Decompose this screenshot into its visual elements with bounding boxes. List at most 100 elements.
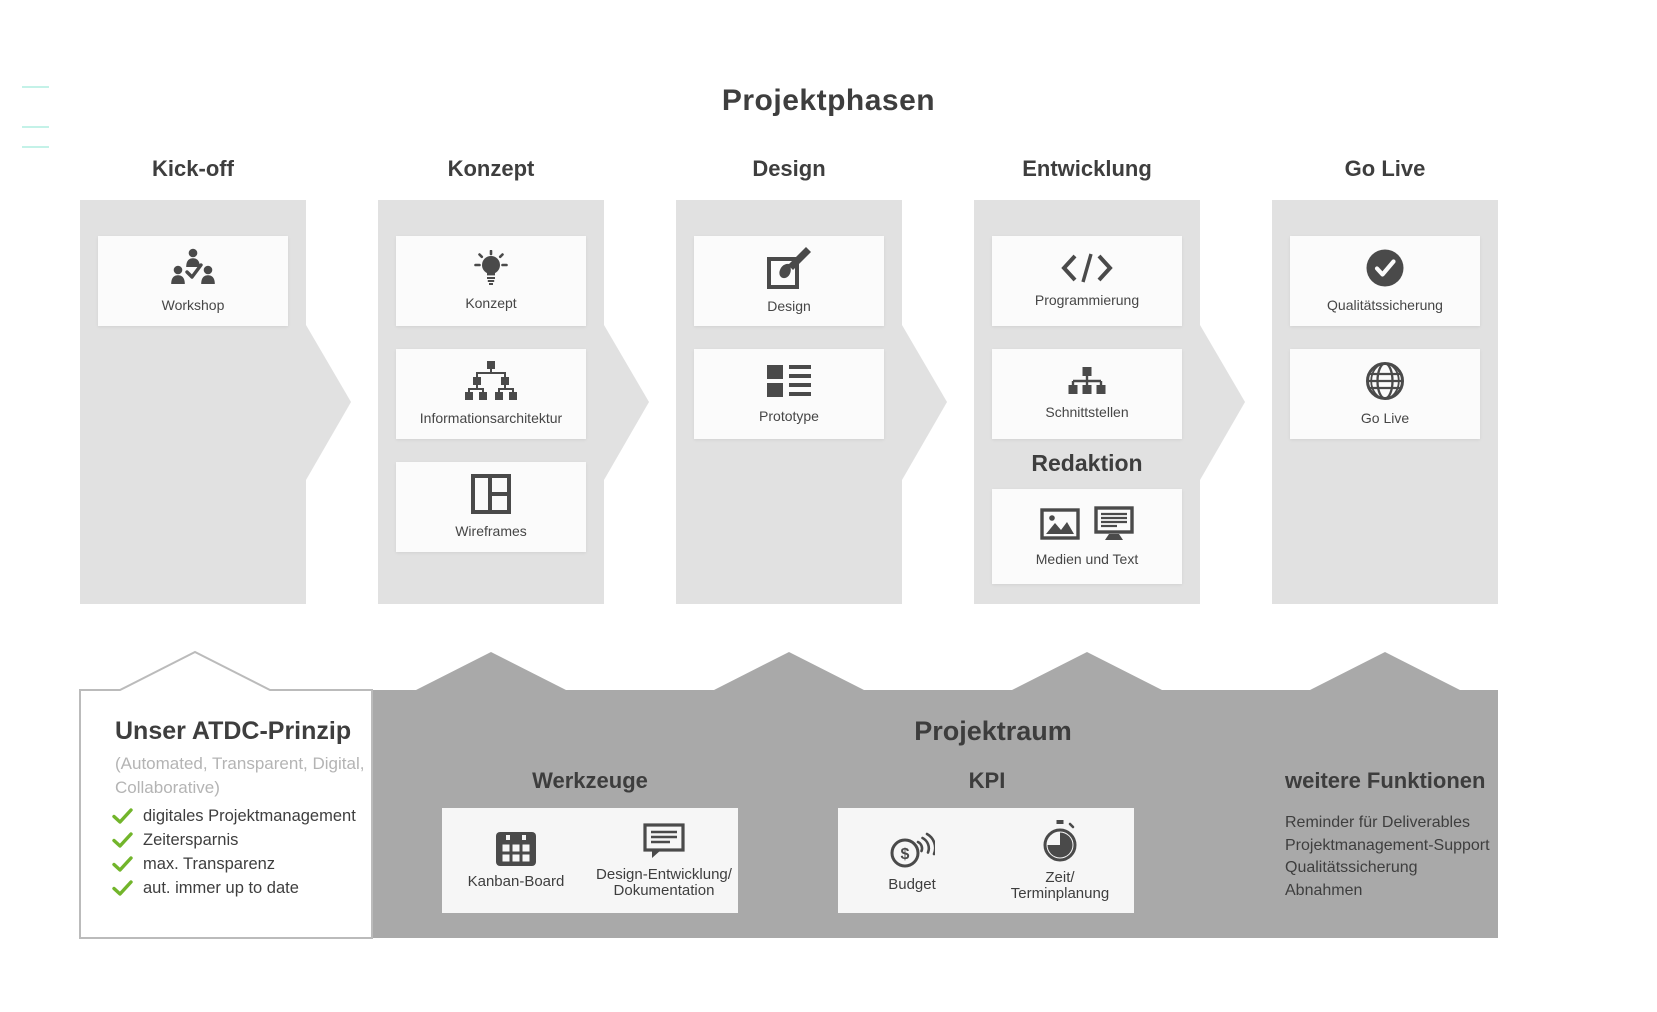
phase-column-golive: Qualitätssicherung Go Live	[1272, 200, 1498, 604]
kanban-icon	[495, 831, 536, 866]
page-title: Projektphasen	[721, 84, 936, 117]
atdc-checklist-item: aut. immer up to date	[112, 876, 356, 900]
atdc-subtitle: (Automated, Transparent, Digital, Collab…	[115, 752, 364, 800]
projektraum-title: Projektraum	[914, 716, 1072, 746]
weitere-item: Reminder für Deliverables	[1285, 814, 1470, 831]
phase-column-design: Design Prototype	[676, 200, 947, 604]
phase-column-konzept: Konzept Informationsarc	[378, 200, 649, 604]
sitemap-icon	[465, 361, 517, 400]
prototype-icon	[767, 365, 811, 397]
kpi-title: KPI	[968, 768, 1006, 793]
card-label: Schnittstellen	[1045, 404, 1129, 420]
phase-header-golive: Go Live	[1344, 156, 1426, 181]
design-entwicklung-item: Design-Entwicklung/ Dokumentation	[593, 822, 735, 899]
atdc-subtitle-line: (Automated, Transparent, Digital,	[115, 754, 365, 773]
arrow-right	[306, 325, 351, 480]
card-qualitaetssicherung: Qualitätssicherung	[1290, 236, 1480, 326]
card-medien-und-text: Medien und Text	[992, 489, 1182, 584]
atdc-checklist-item: digitales Projektmanagement	[112, 804, 356, 828]
weitere-item: Abnahmen	[1285, 881, 1363, 899]
text-monitor-icon	[1094, 505, 1134, 540]
card-label: Wireframes	[455, 523, 527, 539]
werkzeuge-card: Kanban-Board Design-Entwicklung/ Dokumen…	[442, 808, 738, 913]
band-item-label-line: Design-Entwicklung/	[596, 865, 732, 883]
arrow-right	[902, 325, 947, 480]
werkzeuge-title: Werkzeuge	[532, 768, 648, 793]
atdc-checklist-item: Zeitersparnis	[112, 828, 356, 852]
lightbulb-icon	[474, 250, 508, 285]
check-icon	[112, 856, 133, 872]
band-item-label-line: Terminplanung	[1010, 884, 1110, 902]
media-icon-row	[1040, 505, 1134, 542]
atdc-item-label: aut. immer up to date	[143, 878, 299, 897]
card-design: Design	[694, 236, 884, 326]
phase-column-entwicklung: Programmierung Schnittstellen Redaktion	[974, 200, 1245, 604]
atdc-item-label: digitales Projektmanagement	[143, 806, 356, 825]
zeit-terminplanung-item: Zeit/ Terminplanung	[989, 819, 1131, 902]
stopwatch-icon	[1043, 819, 1077, 861]
design-brush-icon	[767, 247, 811, 289]
weitere-funktionen-list: Reminder für Deliverables Projektmanagem…	[1285, 812, 1490, 902]
phase-header-konzept: Konzept	[447, 156, 535, 181]
card-workshop: Workshop	[98, 236, 288, 326]
atdc-item-label: max. Transparenz	[143, 854, 276, 873]
weitere-funktionen-title: weitere Funktionen	[1285, 768, 1486, 793]
atdc-title: Unser ATDC-Prinzip	[115, 717, 352, 745]
card-programmierung: Programmierung	[992, 236, 1182, 326]
svg-text:$: $	[901, 846, 910, 863]
card-label: Design	[767, 298, 811, 314]
redaktion-subheading: Redaktion	[1031, 450, 1143, 476]
card-label: Programmierung	[1034, 292, 1140, 308]
card-informationsarchitektur: Informationsarchitektur	[396, 349, 586, 439]
band-item-label: Zeit/ Terminplanung	[1010, 868, 1110, 902]
image-icon	[1040, 507, 1080, 540]
band-item-label: Budget	[888, 875, 936, 893]
weitere-item: Projektmanagement-Support	[1285, 836, 1490, 854]
workshop-icon	[171, 248, 215, 284]
speech-doc-icon	[643, 822, 685, 858]
band-item-label-line: Zeit/	[1045, 868, 1075, 886]
card-label: Informationsarchitektur	[419, 410, 563, 426]
arrow-right	[604, 325, 649, 480]
atdc-subtitle-line: Collaborative)	[115, 778, 220, 797]
arrow-right	[1200, 325, 1245, 480]
wireframe-icon	[471, 474, 511, 514]
check-icon	[112, 808, 133, 824]
phase-column-kickoff: Workshop	[80, 200, 351, 604]
atdc-box: Unser ATDC-Prinzip (Automated, Transpare…	[80, 690, 372, 938]
phase-header-entwicklung: Entwicklung	[1022, 156, 1152, 181]
card-golive: Go Live	[1290, 349, 1480, 439]
budget-icon: $	[890, 832, 935, 867]
decor-teal-line	[22, 146, 49, 148]
card-label: Medien und Text	[1035, 550, 1139, 567]
card-prototype: Prototype	[694, 349, 884, 439]
card-schnittstellen: Schnittstellen	[992, 349, 1182, 439]
card-label: Qualitätssicherung	[1327, 297, 1443, 313]
atdc-item-label: Zeitersparnis	[143, 830, 239, 849]
check-icon	[112, 832, 133, 848]
code-icon	[1061, 253, 1113, 283]
card-label: Go Live	[1360, 410, 1410, 426]
check-icon	[112, 880, 133, 896]
card-konzept: Konzept	[396, 236, 586, 326]
interfaces-icon	[1068, 367, 1106, 394]
decor-teal-line	[22, 126, 49, 128]
card-label: Konzept	[465, 295, 517, 311]
band-item-label-line: Dokumentation	[613, 881, 715, 899]
card-wireframes: Wireframes	[396, 462, 586, 552]
budget-item: $ Budget	[841, 829, 983, 893]
card-label: Workshop	[161, 297, 225, 313]
atdc-checklist-item: max. Transparenz	[112, 852, 356, 876]
weitere-item: Qualitätssicherung	[1285, 859, 1418, 876]
decor-teal-line	[22, 86, 49, 88]
band-item-label: Design-Entwicklung/ Dokumentation	[596, 865, 732, 899]
kpi-card: $ Budget Zeit/ Terminplanung	[838, 808, 1134, 913]
card-label: Prototype	[759, 408, 819, 424]
kanban-board-item: Kanban-Board	[445, 831, 587, 890]
check-circle-icon	[1366, 249, 1404, 287]
phase-header-kickoff: Kick-off	[152, 156, 234, 181]
globe-icon	[1366, 362, 1404, 400]
band-item-label: Kanban-Board	[467, 872, 565, 890]
phase-header-design: Design	[752, 156, 826, 181]
